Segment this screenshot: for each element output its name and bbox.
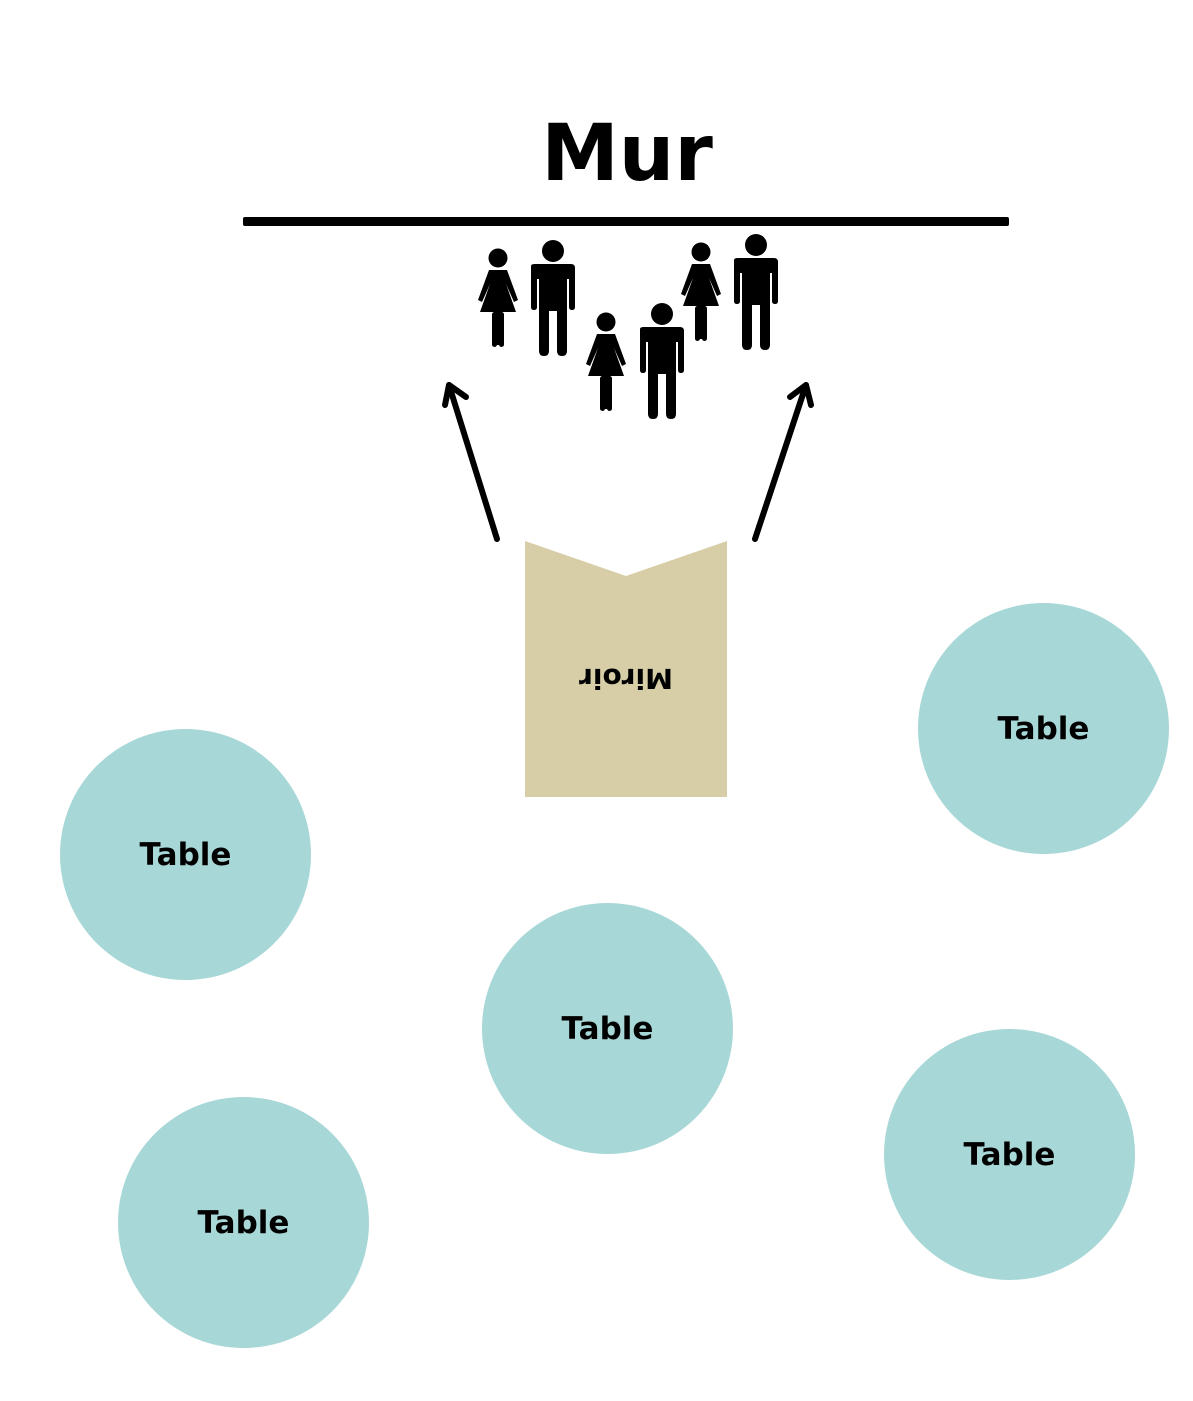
table: Table [60,729,311,980]
table-label: Table [997,710,1090,747]
mirror: Miroir [525,541,727,797]
right-arrow-head [787,382,814,408]
left-arrow [446,382,500,542]
table-label: Table [561,1010,654,1047]
table: Table [884,1029,1135,1280]
table: Table [118,1097,369,1348]
left-arrow-head [442,382,469,408]
wall-line [243,217,1009,226]
man-icon [734,234,778,350]
man-icon [640,303,684,419]
mirror-label: Miroir [579,662,673,695]
right-arrow [752,382,809,542]
table-label: Table [197,1204,290,1241]
woman-icon [681,242,721,341]
wall-label: Mur [541,109,713,199]
table: Table [918,603,1169,854]
table-label: Table [963,1136,1056,1173]
table-label: Table [139,836,232,873]
woman-icon [586,312,626,411]
man-icon [531,240,575,356]
table: Table [482,903,733,1154]
woman-icon [478,248,518,347]
